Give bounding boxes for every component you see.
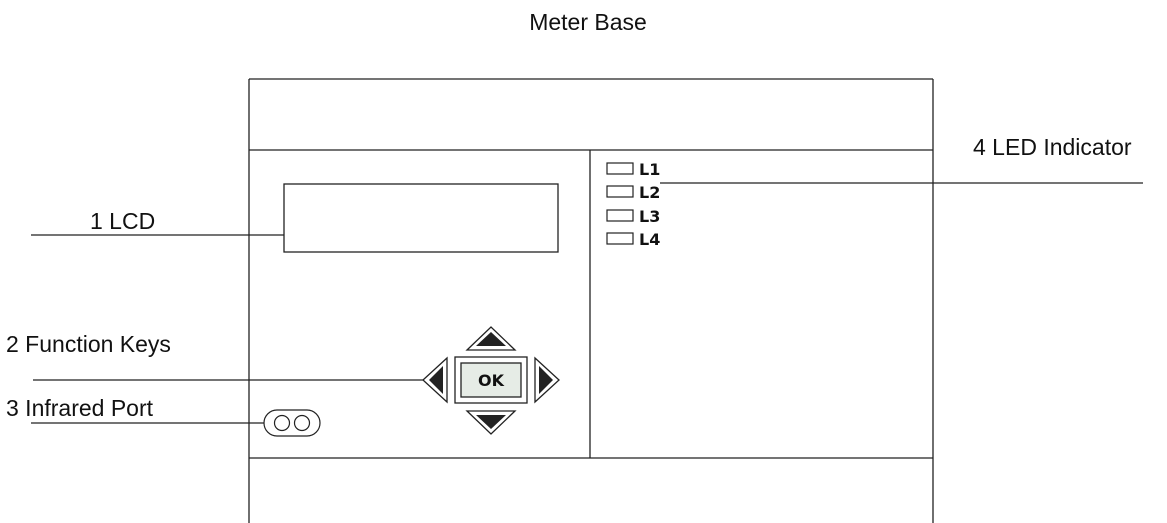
right-key[interactable]	[534, 356, 560, 404]
callout-lines	[31, 182, 1143, 424]
function-keys: OK	[422, 326, 560, 435]
led-label-l3: L3	[639, 207, 660, 226]
led-l1	[606, 162, 634, 175]
lcd-display	[283, 183, 559, 253]
callout-label-function-keys: 2 Function Keys	[6, 331, 171, 357]
callout-label-lcd: 1 LCD	[90, 208, 155, 234]
ok-key[interactable]: OK	[454, 356, 528, 404]
led-l4	[606, 232, 634, 245]
left-key[interactable]	[422, 356, 448, 404]
callout-label-infrared-port: 3 Infrared Port	[6, 395, 154, 421]
led-l3	[606, 209, 634, 222]
led-l2	[606, 185, 634, 198]
led-label-l4: L4	[639, 230, 660, 249]
callout-label-led-indicator: 4 LED Indicator	[973, 134, 1132, 160]
led-label-l1: L1	[639, 160, 660, 179]
infrared-port	[263, 409, 321, 437]
down-key[interactable]	[465, 410, 517, 435]
up-key[interactable]	[465, 326, 517, 351]
led-indicator-group: L1 L2 L3 L4	[606, 160, 660, 249]
diagram-title: Meter Base	[529, 9, 647, 35]
ok-key-label: OK	[478, 371, 505, 390]
meter-body	[248, 78, 934, 523]
led-label-l2: L2	[639, 183, 660, 202]
